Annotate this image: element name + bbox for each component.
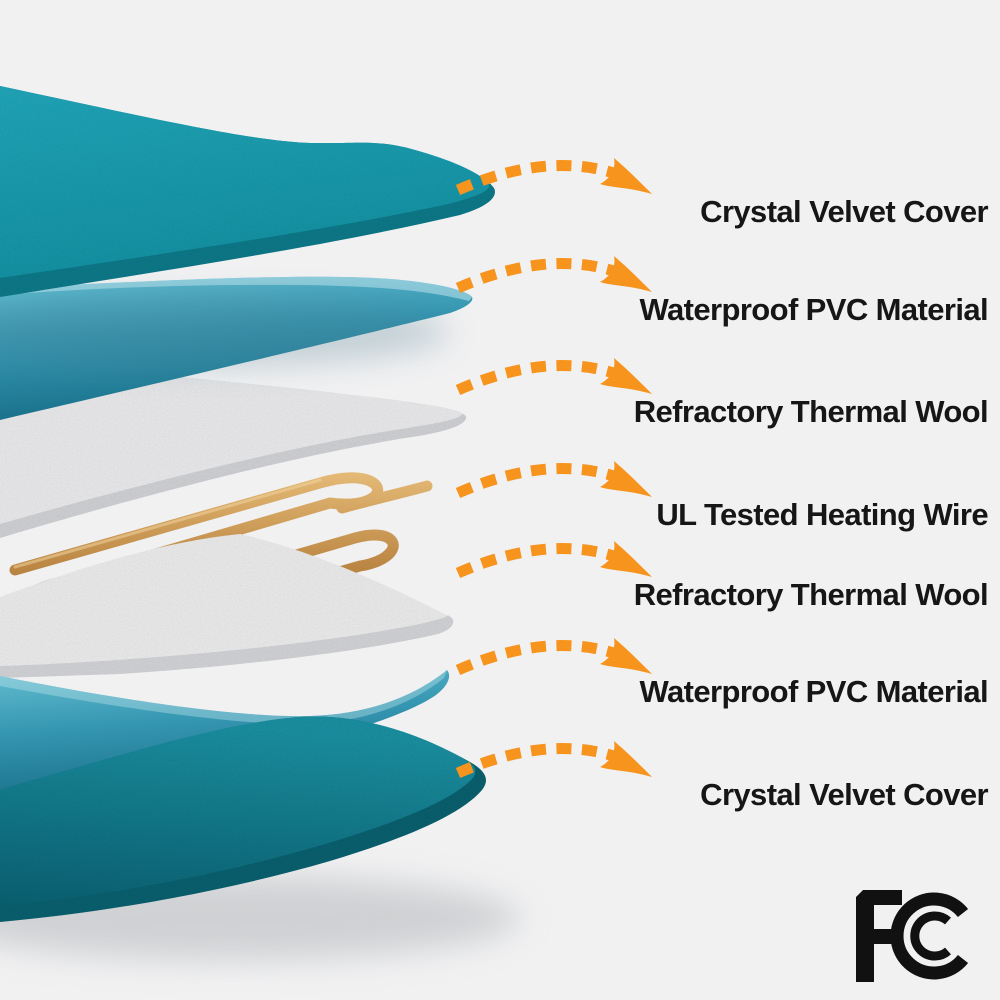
dashed-arrow-icon <box>455 256 652 294</box>
arrow-head <box>600 256 652 292</box>
arrow-arc <box>455 463 631 499</box>
arrow-head <box>600 541 652 577</box>
dashed-arrow-icon <box>455 541 652 579</box>
velvet-top-shadow <box>0 298 450 366</box>
arrow-arc <box>455 360 631 396</box>
fcc-inner-c <box>910 911 951 961</box>
layer-crystal-velvet-cover-top <box>0 86 495 297</box>
arrow-head <box>600 358 652 394</box>
layer-refractory-thermal-wool-top <box>0 362 467 538</box>
arrow-arc <box>455 258 631 294</box>
layer-label-crystal-velvet-cover-top: Crystal Velvet Cover <box>700 194 988 229</box>
arrow-arc <box>455 160 631 196</box>
layer-refractory-thermal-wool-bottom <box>0 534 454 678</box>
dashed-arrow-icon <box>455 638 652 676</box>
arrow-head <box>600 638 652 674</box>
dashed-arrow-icon <box>455 461 652 499</box>
fcc-outer-c <box>890 892 969 980</box>
layer-label-heating-wire: UL Tested Heating Wire <box>656 497 988 532</box>
dashed-arrow-icon <box>455 741 652 779</box>
arrow-arc <box>455 743 631 779</box>
arrow-head <box>600 741 652 777</box>
fcc-letter-f <box>856 890 902 982</box>
layer-label-thermal-wool-top: Refractory Thermal Wool <box>633 394 989 429</box>
heating-wire-highlight <box>13 478 322 569</box>
fcc-certification-logo <box>856 890 969 982</box>
arrow-arc <box>455 640 631 676</box>
layer-label-waterproof-pvc-top: Waterproof PVC Material <box>639 292 989 327</box>
layer-label-crystal-velvet-cover-bottom: Crystal Velvet Cover <box>700 777 988 812</box>
layer-label-thermal-wool-bottom: Refractory Thermal Wool <box>633 577 989 612</box>
layer-crystal-velvet-cover-bottom <box>0 716 486 922</box>
dashed-arrow-icon <box>455 158 652 196</box>
dashed-arrow-icon <box>455 358 652 396</box>
layer-label-waterproof-pvc-bottom: Waterproof PVC Material <box>639 674 989 709</box>
arrow-head <box>600 158 652 194</box>
arrow-arc <box>455 543 631 579</box>
arrow-head <box>600 461 652 497</box>
